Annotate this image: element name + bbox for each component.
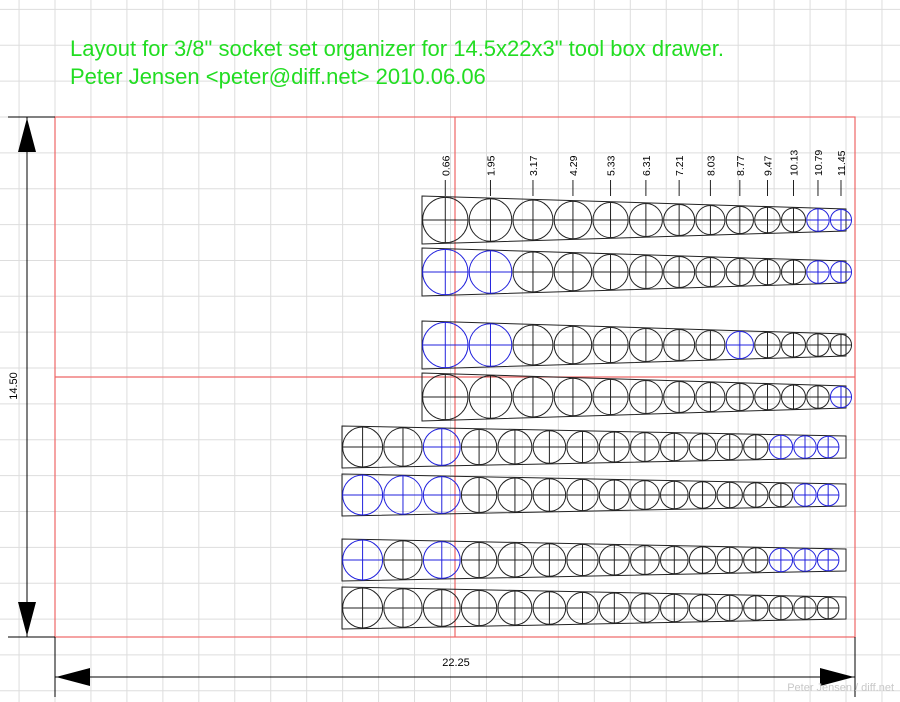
column-label: 8.03 [705, 155, 717, 176]
socket-row-8 [341, 586, 847, 630]
column-label: 5.33 [606, 155, 618, 176]
column-label: 0.66 [440, 155, 452, 176]
column-label: 10.79 [813, 150, 825, 176]
socket-row-3 [421, 320, 853, 370]
column-label: 3.17 [528, 155, 540, 176]
socket-row-1 [421, 195, 853, 245]
column-label: 6.31 [641, 155, 653, 176]
column-label: 9.47 [762, 155, 774, 176]
column-label: 4.29 [568, 155, 580, 176]
socket-tray-outline [341, 586, 847, 630]
socket-tray-outline [421, 195, 847, 245]
socket-row-5 [341, 425, 847, 469]
height-dimension-label: 14.50 [8, 372, 20, 400]
title-line-1: Layout for 3/8" socket set organizer for… [70, 36, 724, 61]
up-arrow-icon [18, 118, 36, 152]
column-labels: 0.66 1.95 3.17 4.29 5.33 6.31 7.21 8.03 8.77 9.47… [440, 150, 848, 196]
column-label: 1.95 [485, 155, 497, 176]
socket-rows [341, 195, 853, 630]
socket-tray-outline [341, 473, 847, 517]
column-label: 8.77 [735, 155, 747, 176]
dimension-lines: 14.50 22.25 [8, 116, 856, 697]
column-label: 11.45 [836, 150, 848, 176]
socket-row-7 [341, 538, 847, 582]
socket-tray-outline [341, 425, 847, 469]
column-label: 7.21 [674, 155, 686, 176]
column-label: 10.13 [789, 150, 801, 176]
left-arrow-icon [56, 668, 90, 686]
socket-tray-outline [421, 372, 847, 422]
width-dimension-label: 22.25 [442, 657, 470, 669]
drawer-border [54, 116, 856, 638]
socket-row-4 [421, 372, 853, 422]
socket-row-2 [421, 247, 853, 297]
socket-tray-outline [421, 320, 847, 370]
socket-row-6 [341, 473, 847, 517]
right-arrow-icon [820, 668, 854, 686]
title-line-2: Peter Jensen <peter@diff.net> 2010.06.06 [70, 64, 486, 89]
watermark: Peter Jensen / diff.net [787, 682, 894, 694]
socket-tray-outline [421, 247, 847, 297]
socket-tray-outline [341, 538, 847, 582]
down-arrow-icon [18, 602, 36, 636]
